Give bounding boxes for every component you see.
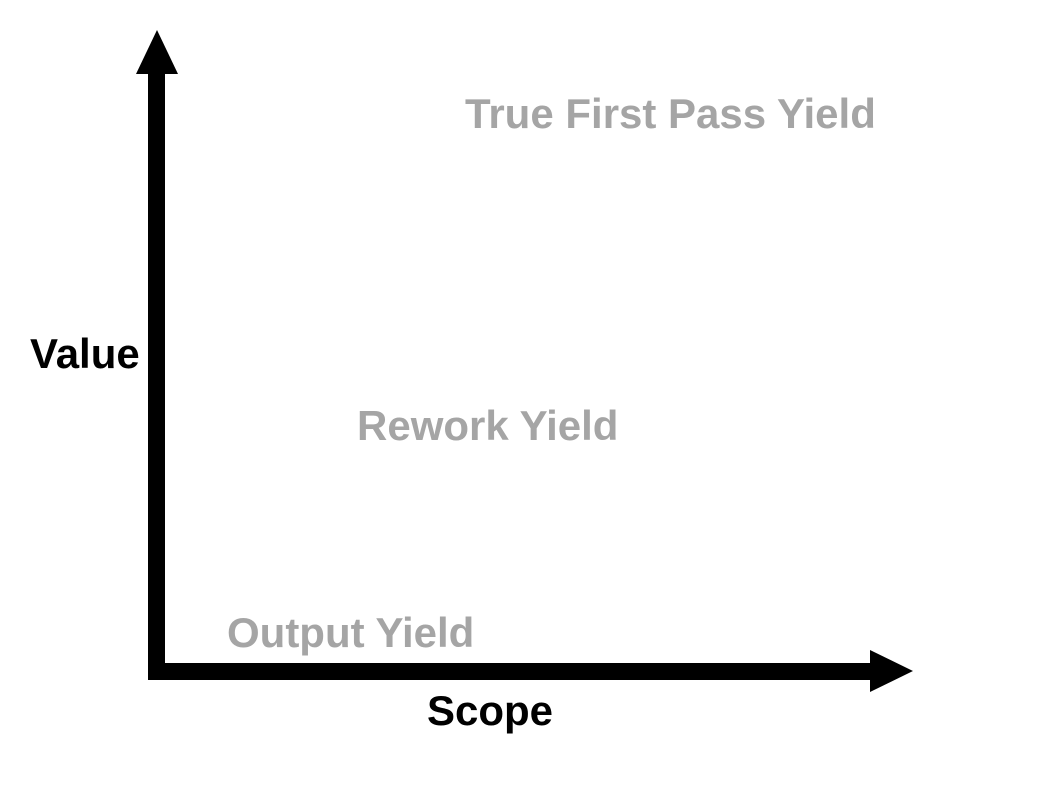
arrow-right-icon <box>870 650 913 692</box>
x-axis-label: Scope <box>427 687 554 734</box>
level-label-output-yield: Output Yield <box>227 609 475 656</box>
x-axis-line <box>148 663 872 680</box>
arrow-up-icon <box>136 30 178 74</box>
y-axis-label: Value <box>30 330 140 377</box>
y-axis-line <box>148 68 165 680</box>
level-label-true-first-pass-yield: True First Pass Yield <box>465 90 876 137</box>
level-label-rework-yield: Rework Yield <box>357 402 619 449</box>
